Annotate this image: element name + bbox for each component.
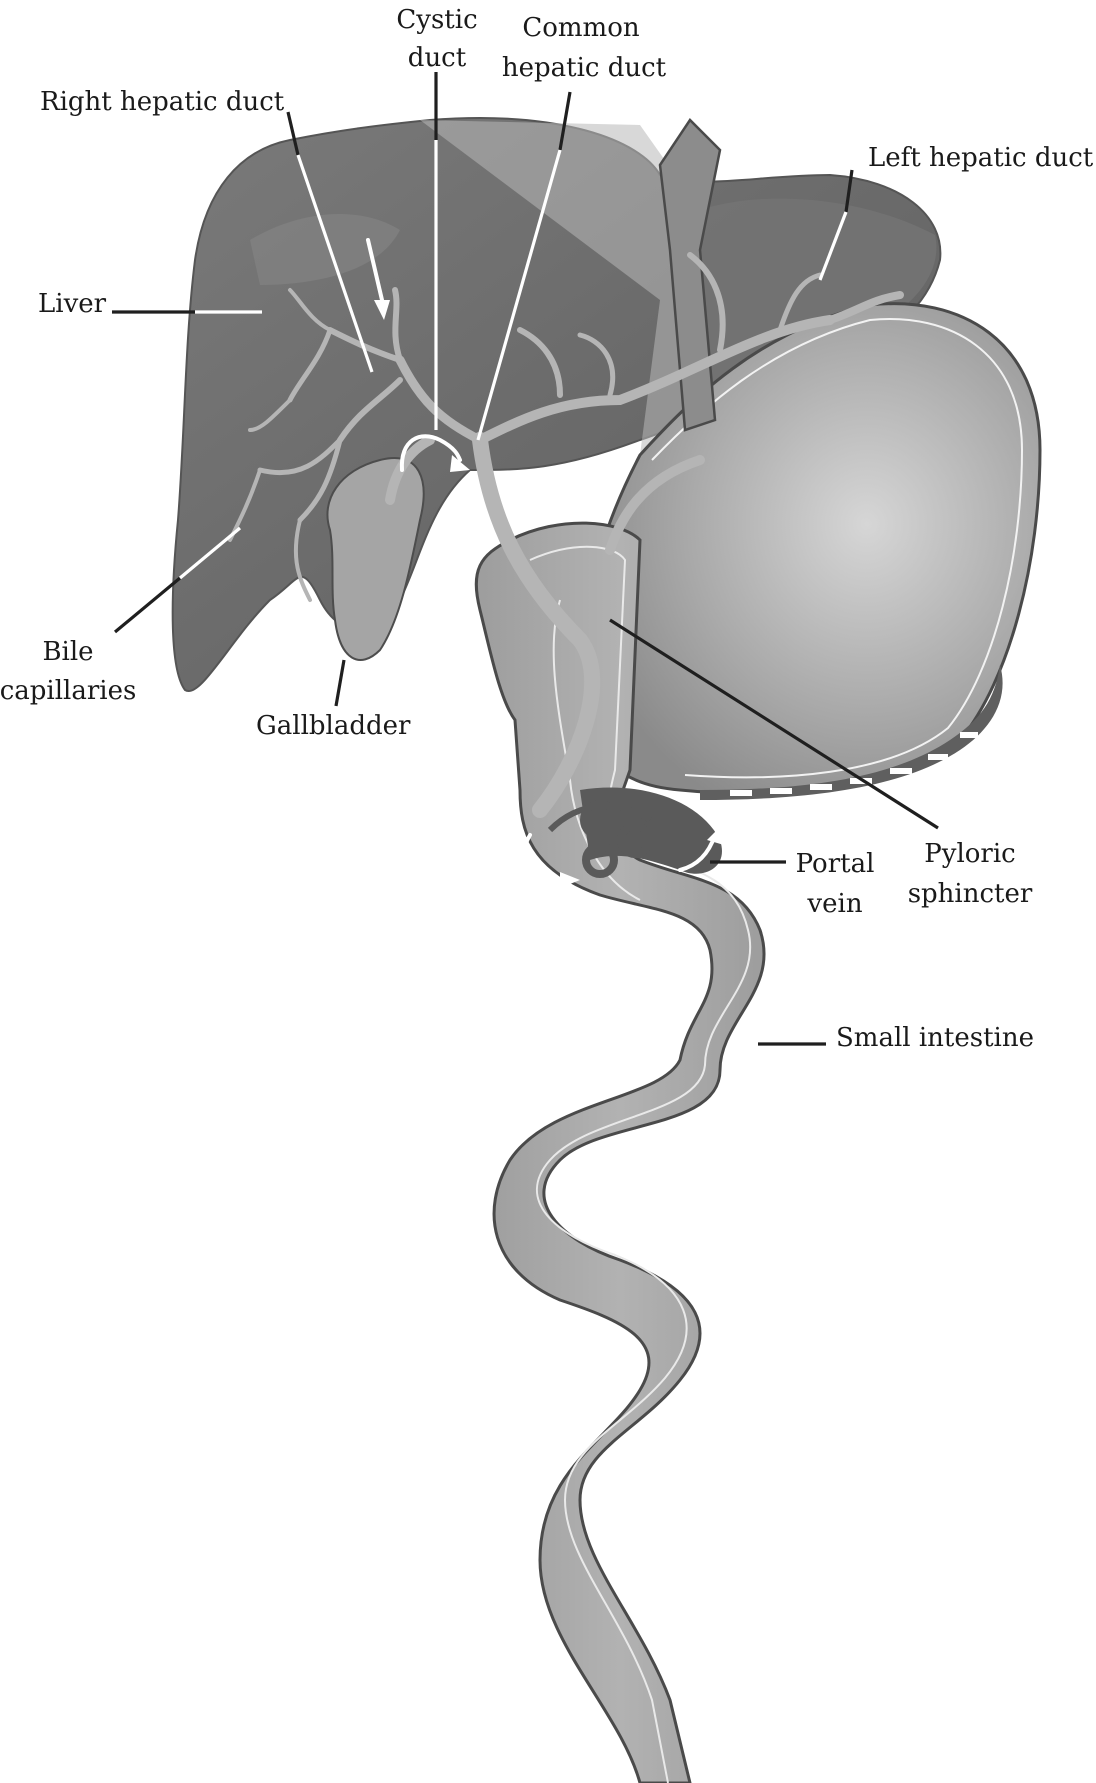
label-portal-vein-line2: vein [806,889,862,919]
label-bile-capillaries-line1: Bile [42,637,93,667]
label-common-hepatic-duct-line1: Common [522,13,640,43]
label-gallbladder: Gallbladder [256,711,411,741]
label-cystic-duct-line1: Cystic [396,5,477,35]
gallbladder [326,457,425,661]
label-liver: Liver [38,289,107,319]
leader-lines [112,72,939,1046]
flow-arrows [366,238,724,888]
label-cystic-duct-line2: duct [408,43,467,73]
label-pyloric-sphincter-line1: Pyloric [924,839,1015,869]
bile-ducts [228,252,904,818]
portal-vein [547,787,722,878]
label-bile-capillaries-line2: capillaries [0,676,136,706]
label-portal-vein-line1: Portal [796,849,875,879]
label-small-intestine: Small intestine [836,1023,1034,1053]
label-right-hepatic-duct: Right hepatic duct [40,87,285,117]
label-common-hepatic-duct-line2: hepatic duct [502,53,667,83]
stomach [582,118,1042,800]
labels: Cystic duct Common hepatic duct Right he… [0,5,1094,1053]
label-pyloric-sphincter-line2: sphincter [908,879,1033,909]
label-left-hepatic-duct: Left hepatic duct [868,143,1094,173]
